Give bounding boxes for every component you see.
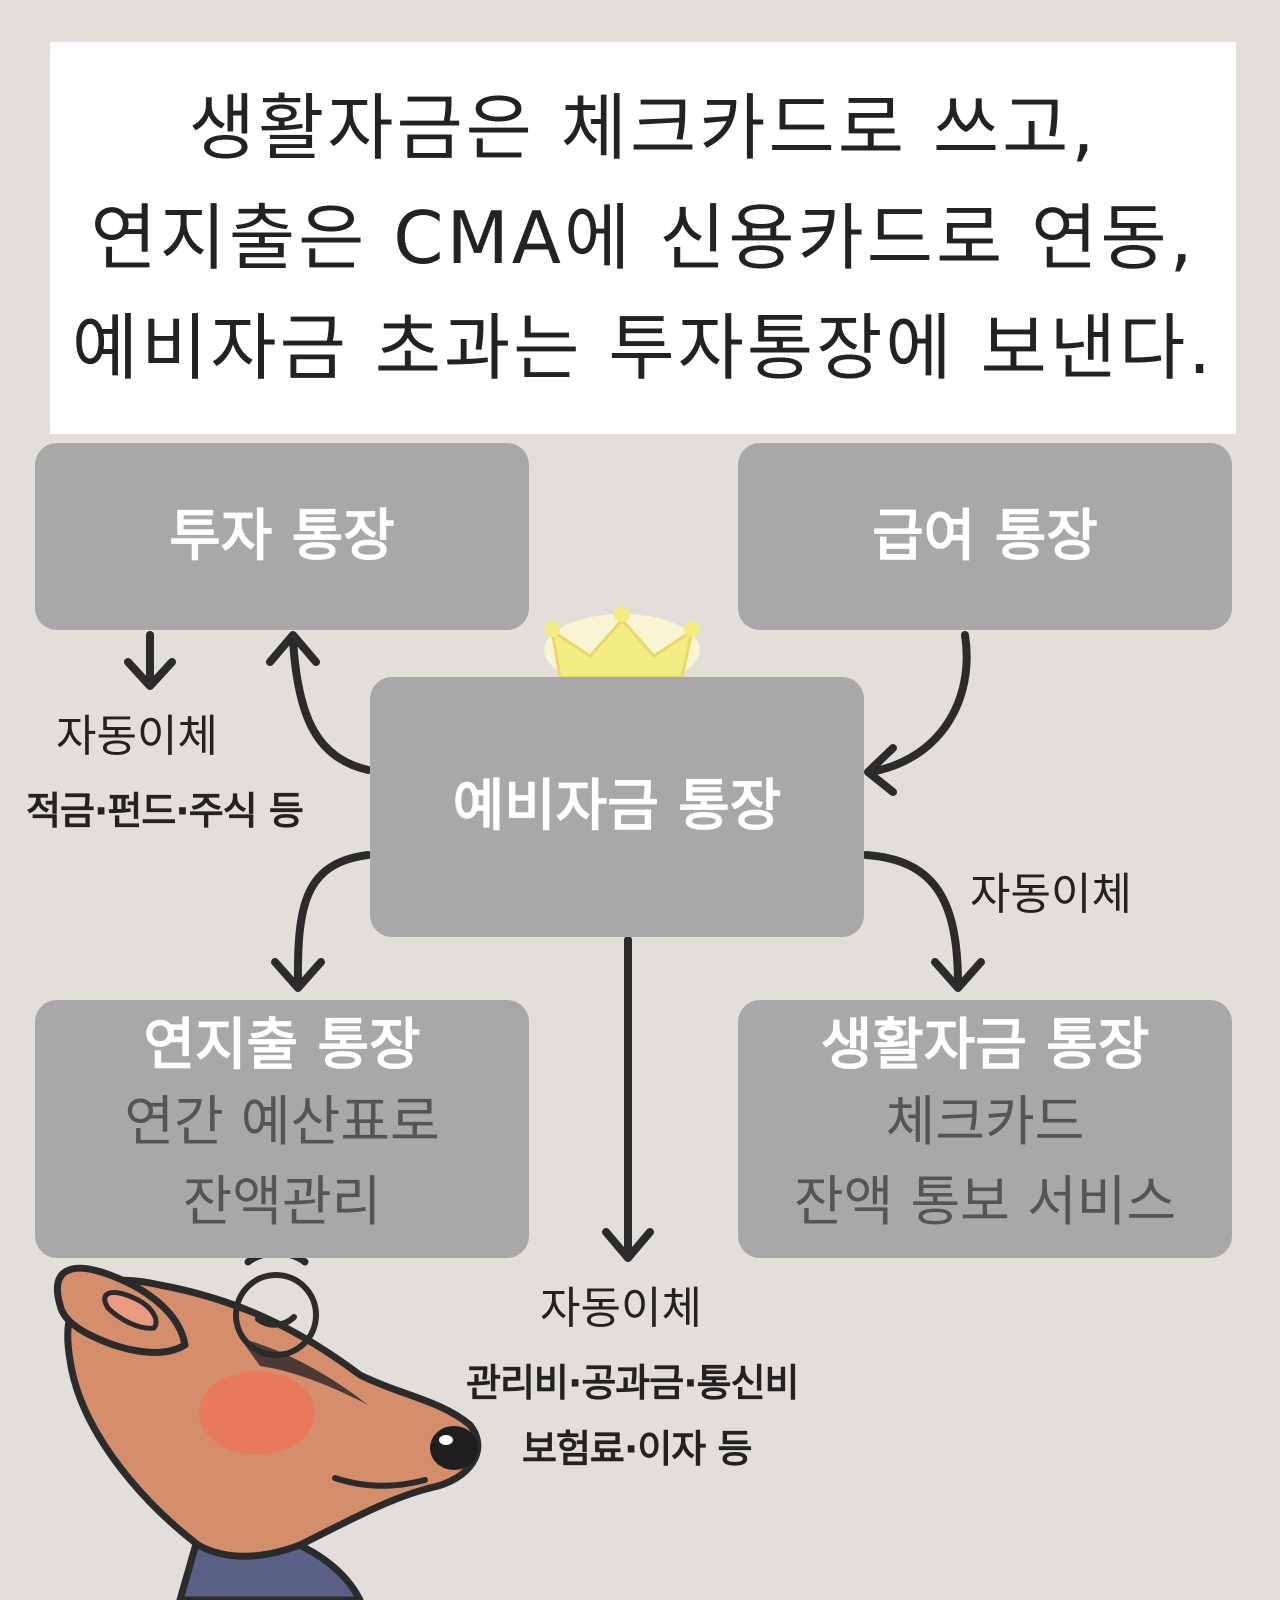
living-expense-note-2: 잔액 통보 서비스 [793,1170,1177,1233]
bottom-items-label-2: 보험료·이자 등 [522,1427,752,1471]
arrow-salary-to-reserve [866,631,971,776]
headline-line-3: 예비자금 초과는 투자통장에 보낸다. [71,306,1215,390]
headline-line-1: 생활자금은 체크카드로 쓰고, [188,86,1098,170]
arrow-salary-to-reserve-head [864,744,897,796]
salary-account-title: 급여 통장 [872,503,1098,569]
reserve-account-title: 예비자금 통장 [452,774,782,839]
arrow-reserve-to-annual-head [271,958,325,992]
investment-account-title: 투자 통장 [169,503,395,569]
arrow-reserve-down-head [602,1228,654,1262]
arrow-reserve-to-invest-head [266,631,320,666]
arrow-reserve-to-annual [293,851,372,989]
living-auto-transfer-label: 자동이체 [970,869,1132,920]
living-expense-account-box: 생활자금 통장 체크카드 잔액 통보 서비스 [738,1000,1232,1258]
arrow-reserve-to-living-head [931,958,985,992]
arrow-invest-down-head [124,658,176,690]
bottom-auto-transfer-label: 자동이체 [540,1283,702,1334]
annual-expense-note-2: 잔액관리 [182,1170,382,1233]
headline-panel: 생활자금은 체크카드로 쓰고, 연지출은 CMA에 신용카드로 연동, 예비자금… [50,42,1236,434]
bear-character [53,1249,482,1600]
crown-icon [544,606,700,686]
arrow-reserve-to-invest [289,636,372,774]
headline-line-2: 연지출은 CMA에 신용카드로 연동, [90,196,1196,280]
salary-account-box: 급여 통장 [738,443,1232,630]
invest-items-label: 적금·펀드·주식 등 [26,789,304,833]
reserve-account-box: 예비자금 통장 [370,677,864,937]
annual-expense-note-1: 연간 예산표로 [124,1090,440,1153]
investment-account-box: 투자 통장 [35,443,529,630]
annual-expense-account-box: 연지출 통장 연간 예산표로 잔액관리 [35,1000,529,1258]
living-expense-account-title: 생활자금 통장 [820,1013,1150,1078]
arrow-reserve-to-living [862,851,962,989]
invest-auto-transfer-label: 자동이체 [56,711,218,762]
bottom-items-label-1: 관리비·공과금·통신비 [466,1361,800,1405]
living-expense-note-1: 체크카드 [885,1090,1085,1153]
annual-expense-account-title: 연지출 통장 [143,1013,421,1078]
